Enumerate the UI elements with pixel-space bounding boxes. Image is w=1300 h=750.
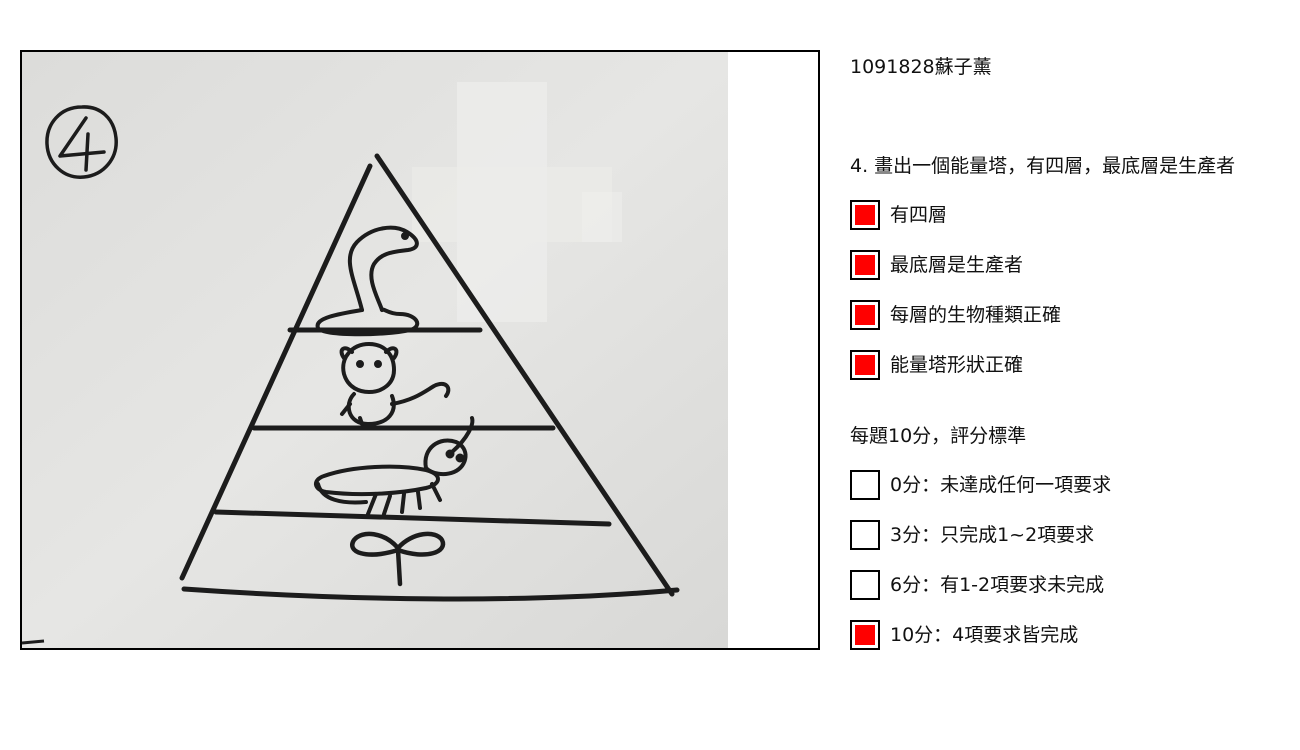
criterion-species-correct[interactable]: 每層的生物種類正確 <box>850 300 1061 330</box>
student-drawing-photo <box>20 50 820 650</box>
criterion-label: 每層的生物種類正確 <box>890 304 1062 326</box>
criterion-four-layers[interactable]: 有四層 <box>850 200 947 230</box>
photo-margin <box>728 52 818 648</box>
criterion-checkbox[interactable] <box>850 250 880 280</box>
score-label: 3分：只完成1~2項要求 <box>890 524 1095 546</box>
criterion-label: 能量塔形狀正確 <box>890 354 1024 376</box>
check-mark <box>855 305 875 325</box>
score-level-0[interactable]: 0分：未達成任何一項要求 <box>850 470 1111 500</box>
pyramid-right-side <box>374 153 675 597</box>
layer-divider <box>213 509 612 527</box>
check-mark <box>855 255 875 275</box>
criterion-bottom-producer[interactable]: 最底層是生產者 <box>850 250 1023 280</box>
pyramid-left-side <box>179 163 373 581</box>
score-label: 6分：有1-2項要求未完成 <box>890 574 1105 596</box>
score-label: 0分：未達成任何一項要求 <box>890 474 1112 496</box>
check-mark <box>855 625 875 645</box>
criterion-label: 有四層 <box>890 204 948 226</box>
criterion-shape-correct[interactable]: 能量塔形狀正確 <box>850 350 1023 380</box>
score-level-10[interactable]: 10分：4項要求皆完成 <box>850 620 1078 650</box>
score-level-3[interactable]: 3分：只完成1~2項要求 <box>850 520 1094 550</box>
energy-pyramid-drawing <box>22 52 818 648</box>
pyramid-base-line <box>181 586 680 602</box>
tape-mark <box>412 167 612 242</box>
mouse-icon <box>339 342 451 426</box>
scoring-title: 每題10分，評分標準 <box>850 425 1027 447</box>
ink-mark <box>22 639 45 645</box>
check-mark <box>855 205 875 225</box>
criterion-label: 最底層是生產者 <box>890 254 1024 276</box>
paper-background <box>22 52 728 648</box>
tape-mark <box>582 192 622 242</box>
criterion-checkbox[interactable] <box>850 300 880 330</box>
criterion-checkbox[interactable] <box>850 200 880 230</box>
score-checkbox[interactable] <box>850 570 880 600</box>
sprout-icon <box>350 531 446 587</box>
question-text: 4. 畫出一個能量塔，有四層，最底層是生產者 <box>850 155 1236 177</box>
score-label: 10分：4項要求皆完成 <box>890 624 1079 646</box>
grading-panel: 1091828蘇子薰 4. 畫出一個能量塔，有四層，最底層是生產者 有四層 最底… <box>850 0 1290 750</box>
score-level-6[interactable]: 6分：有1-2項要求未完成 <box>850 570 1104 600</box>
student-id: 1091828蘇子薰 <box>850 56 992 78</box>
snake-icon <box>315 225 420 337</box>
circled-number-4-icon <box>45 105 118 179</box>
check-mark <box>855 355 875 375</box>
score-checkbox[interactable] <box>850 620 880 650</box>
insect-icon <box>314 416 475 516</box>
score-checkbox[interactable] <box>850 470 880 500</box>
score-checkbox[interactable] <box>850 520 880 550</box>
criterion-checkbox[interactable] <box>850 350 880 380</box>
